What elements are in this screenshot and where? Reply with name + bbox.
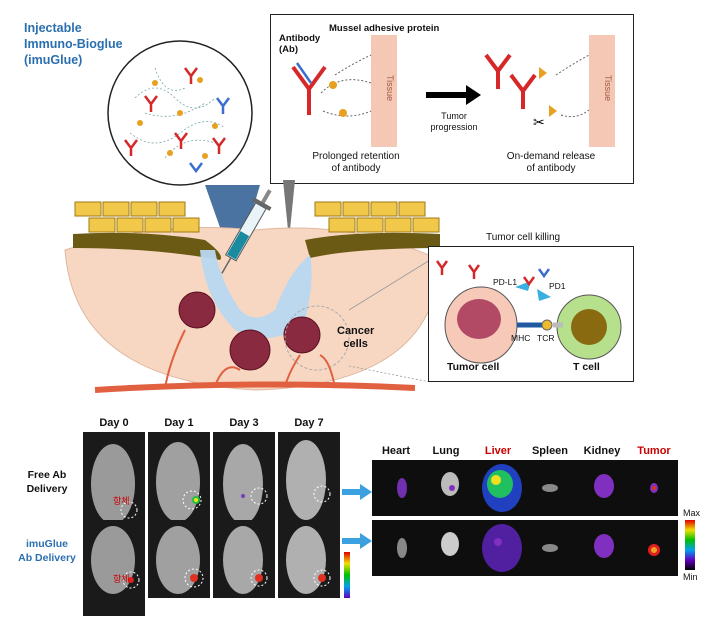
t-cell-nucleus-icon bbox=[571, 309, 607, 345]
antibody-icon bbox=[291, 62, 327, 115]
zoom-circle bbox=[284, 305, 350, 371]
skin-layer-left bbox=[73, 232, 221, 260]
tumor-cell-label: Tumor cell bbox=[447, 361, 500, 373]
pdl1-icon bbox=[515, 281, 531, 291]
arrow-label-line: progression bbox=[430, 122, 478, 132]
antibody-marker: 항체 bbox=[113, 574, 130, 584]
tumor-progression-label: Tumor progression bbox=[419, 111, 489, 133]
mouse-image: 항체 bbox=[83, 432, 145, 528]
mhc-icon bbox=[541, 319, 553, 331]
released-antibody-icon bbox=[484, 53, 537, 109]
row-label-line: Ab Delivery bbox=[18, 552, 76, 564]
cancer-label-line: cells bbox=[343, 338, 368, 350]
zoom-cone-left bbox=[205, 185, 260, 270]
day-header: Day 1 bbox=[164, 417, 194, 429]
day-header: Day 3 bbox=[229, 417, 259, 429]
killing-title: Tumor cell killing bbox=[486, 232, 561, 243]
scale-max-label: Max bbox=[683, 508, 701, 518]
row-label-line: imuGlue bbox=[25, 538, 68, 550]
arrow-right-icon bbox=[342, 484, 372, 500]
tumor-masses bbox=[178, 291, 321, 371]
tissue-bar-left bbox=[371, 35, 397, 147]
injected-glue bbox=[200, 250, 312, 338]
scale-min-label: Min bbox=[683, 572, 698, 582]
mouse-image bbox=[278, 520, 340, 598]
row-label-line: Free Ab bbox=[27, 469, 67, 481]
caption-line: of antibody bbox=[331, 163, 381, 174]
row-label-imuglue: imuGlue Ab Delivery bbox=[14, 537, 80, 565]
title-line: Immuno-Bioglue bbox=[24, 37, 123, 51]
mechanism-panel: Tissue Tissue ✂ Antibody (Ab) Muss bbox=[270, 14, 634, 184]
tumor-tissue-illustration bbox=[64, 180, 441, 393]
caption-line: of antibody bbox=[526, 163, 576, 174]
cancer-label-line: Cancer bbox=[337, 325, 375, 337]
organ-header: Liver bbox=[484, 445, 512, 457]
day-header: Day 7 bbox=[294, 417, 324, 429]
caption-line: Prolonged retention bbox=[312, 151, 400, 162]
organ-colorbar bbox=[685, 520, 695, 570]
organ-header: Spleen bbox=[531, 445, 569, 457]
mouse-image bbox=[278, 432, 340, 528]
mouse-image bbox=[213, 520, 275, 598]
tissue-label-left: Tissue bbox=[385, 75, 395, 101]
title-line: (imuGlue) bbox=[24, 53, 83, 67]
tcr-label: TCR bbox=[537, 333, 555, 343]
blood-vessel bbox=[94, 381, 416, 393]
tumor-nucleus-icon bbox=[457, 299, 501, 339]
t-cell-label: T cell bbox=[573, 361, 600, 373]
zoom-cone-right bbox=[283, 180, 295, 240]
pdl1-label: PD-L1 bbox=[493, 277, 518, 287]
organ-header: Kidney bbox=[583, 445, 621, 457]
left-caption: Prolonged retention of antibody bbox=[271, 151, 441, 175]
tissue-bar-right bbox=[589, 35, 615, 147]
day-header: Day 0 bbox=[99, 417, 129, 429]
mouse-colorbar bbox=[344, 552, 350, 598]
killing-panel: PD-L1 PD1 MHC TCR Tumor cell T cell bbox=[428, 246, 634, 382]
row-label-line: Delivery bbox=[26, 483, 68, 495]
organ-header: Lung bbox=[432, 445, 460, 457]
cancer-cells-label: Cancer cells bbox=[337, 325, 374, 351]
mechanism-drawing: Tissue Tissue ✂ bbox=[291, 35, 615, 147]
organ-header: Tumor bbox=[637, 445, 671, 457]
tissue-label-right: Tissue bbox=[603, 75, 613, 101]
caption-line: On-demand release bbox=[506, 151, 596, 162]
pd1-label: PD1 bbox=[549, 281, 566, 291]
mhc-label: MHC bbox=[511, 333, 531, 343]
skin-layer-right bbox=[305, 232, 440, 258]
title-line: Injectable bbox=[24, 21, 82, 35]
syringe-icon bbox=[221, 189, 272, 274]
mouse-image bbox=[148, 520, 210, 598]
antibody-label: Antibody (Ab) bbox=[279, 33, 320, 55]
scissors-icon: ✂ bbox=[533, 114, 545, 130]
pd1-icon bbox=[537, 289, 551, 301]
antibody-label-line: Antibody bbox=[279, 33, 321, 44]
mouse-image: 항체 bbox=[83, 520, 145, 616]
arrow-label-line: Tumor bbox=[441, 111, 467, 121]
row-label-free-ab: Free Ab Delivery bbox=[14, 468, 80, 496]
organ-strip-free-ab bbox=[372, 460, 678, 516]
mouse-image bbox=[213, 432, 275, 528]
right-caption: On-demand release of antibody bbox=[471, 151, 631, 175]
skin-cells-right bbox=[314, 201, 440, 233]
organ-header: Heart bbox=[381, 445, 411, 457]
skin-cells-left bbox=[74, 201, 200, 233]
mussel-protein-label: Mussel adhesive protein bbox=[329, 23, 440, 34]
antibody-label-line: (Ab) bbox=[279, 44, 298, 55]
mouse-image bbox=[148, 432, 210, 528]
organ-strip-imuglue bbox=[372, 520, 678, 576]
antibody-marker: 항체 bbox=[113, 496, 130, 506]
figure-title: Injectable Immuno-Bioglue (imuGlue) bbox=[24, 20, 123, 68]
arrow-right-icon bbox=[342, 533, 372, 549]
killing-drawing bbox=[435, 260, 622, 364]
bioglue-network-circle bbox=[107, 40, 253, 186]
